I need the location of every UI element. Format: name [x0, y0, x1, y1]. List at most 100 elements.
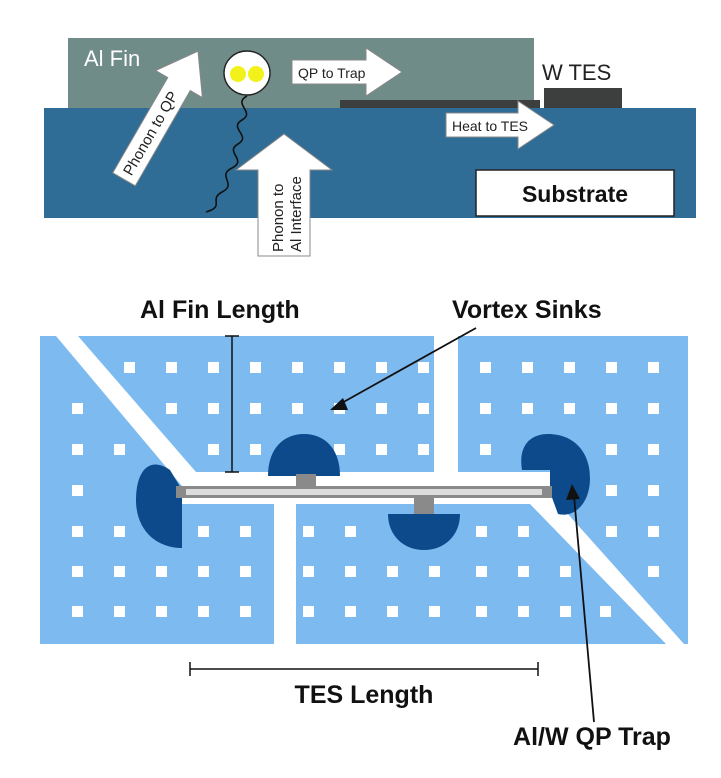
qp-bubble	[223, 50, 271, 96]
vortex-sink-square	[250, 362, 261, 373]
vortex-sink-square	[648, 566, 659, 577]
vortex-sink-square	[648, 485, 659, 496]
vortex-sinks-label: Vortex Sinks	[452, 296, 602, 324]
vortex-sink-square	[72, 485, 83, 496]
vortex-sink-square	[560, 606, 571, 617]
fin-label: Al Fin	[84, 46, 140, 71]
vortex-sink-square	[124, 362, 135, 373]
vortex-sink-square	[240, 526, 251, 537]
tes-label: W TES	[542, 60, 611, 85]
vortex-sink-square	[518, 526, 529, 537]
plan-view: Al Fin Length Vortex Sinks	[40, 296, 688, 751]
vortex-sink-square	[480, 403, 491, 414]
vortex-sink-square	[418, 444, 429, 455]
trap-connector-bottom	[414, 498, 434, 514]
vortex-sink-square	[480, 362, 491, 373]
vortex-sink-square	[156, 606, 167, 617]
vortex-sink-square	[418, 403, 429, 414]
vortex-sink-square	[522, 362, 533, 373]
qp-trap-left	[136, 464, 182, 548]
vortex-sink-square	[240, 606, 251, 617]
vortex-sink-square	[240, 566, 251, 577]
arrow-qp-to-trap: QP to Trap	[291, 47, 403, 97]
tes-length-label: TES Length	[295, 681, 434, 709]
vortex-sink-square	[376, 444, 387, 455]
vortex-sink-square	[292, 403, 303, 414]
vortex-sink-square	[345, 566, 356, 577]
arrow-phonon-to-interface-shape	[234, 133, 334, 257]
vortex-sinks-arrowhead	[330, 398, 348, 410]
vortex-sink-square	[345, 606, 356, 617]
vortex-sink-square	[334, 362, 345, 373]
arrow-phonon-to-interface-text-2: Al Interface	[288, 176, 305, 252]
vortex-sink-square	[72, 606, 83, 617]
trap-connector-top	[296, 474, 316, 488]
qp-trap-arrowhead	[566, 484, 580, 500]
arrow-qp-to-trap-shape	[291, 47, 403, 97]
qp-trap-label: Al/W QP Trap	[513, 723, 671, 751]
vortex-sink-square	[476, 526, 487, 537]
fin-length-label: Al Fin Length	[140, 296, 300, 324]
vortex-sink-square	[560, 566, 571, 577]
vortex-sink-square	[250, 403, 261, 414]
vortex-sink-square	[476, 566, 487, 577]
vortex-sink-square	[518, 566, 529, 577]
vortex-sink-square	[156, 566, 167, 577]
vortex-sink-square	[480, 444, 491, 455]
vortex-sink-square	[564, 403, 575, 414]
vortex-sink-square	[292, 362, 303, 373]
phonon-squiggle	[205, 95, 248, 213]
vortex-sink-square	[606, 444, 617, 455]
tes-film-thin	[340, 100, 540, 108]
qp-trap-bottom	[388, 514, 460, 550]
vortex-sink-square	[72, 403, 83, 414]
vortex-sink-square	[198, 566, 209, 577]
fin-length-dimension	[225, 335, 239, 473]
vortex-sink-square	[518, 606, 529, 617]
vortex-sink-square	[387, 566, 398, 577]
w-tes-block	[544, 88, 622, 108]
vortex-sink-square	[418, 362, 429, 373]
tes-length-dimension	[189, 662, 539, 676]
vortex-sink-square	[648, 526, 659, 537]
vortex-sink-square	[208, 362, 219, 373]
vortex-sink-square	[387, 606, 398, 617]
qp-trap-top	[268, 434, 340, 476]
vortex-sink-square	[198, 526, 209, 537]
vortex-sink-square	[72, 526, 83, 537]
vortex-sink-square	[114, 444, 125, 455]
vortex-sink-square	[606, 526, 617, 537]
vortex-sink-square	[648, 362, 659, 373]
vortex-sink-square	[250, 444, 261, 455]
vortex-sink-square	[648, 403, 659, 414]
arrow-heat-to-tes-text: Heat to TES	[452, 118, 528, 134]
arrow-phonon-to-interface-text-1: Phonon to	[270, 184, 287, 252]
vortex-sink-square	[376, 362, 387, 373]
qp-trap-pointer	[573, 495, 595, 723]
vortex-sink-square	[114, 606, 125, 617]
arrow-heat-to-tes-shape	[445, 100, 555, 150]
arrow-qp-to-trap-text: QP to Trap	[298, 65, 366, 81]
vortex-sink-square	[429, 566, 440, 577]
cross-section: Al Fin W TES QP to Trap Heat to TES Phon…	[44, 38, 696, 257]
quasiparticle-pair	[223, 50, 271, 96]
vortex-sink-square	[166, 403, 177, 414]
qp-electron-left	[230, 66, 246, 82]
qp-electron-right	[248, 66, 264, 82]
vortex-sink-square	[334, 444, 345, 455]
vortex-sink-square	[114, 526, 125, 537]
vortex-sink-square	[208, 444, 219, 455]
arrow-phonon-to-interface: Phonon to Al Interface	[234, 133, 334, 257]
vortex-sink-square	[606, 485, 617, 496]
vortex-sink-square	[72, 566, 83, 577]
vortex-sink-square	[303, 566, 314, 577]
vortex-sink-square	[522, 403, 533, 414]
vortex-sink-square	[376, 403, 387, 414]
vortex-sink-square	[600, 606, 611, 617]
vortex-sink-square	[166, 362, 177, 373]
vortex-sink-square	[72, 444, 83, 455]
vortex-sink-square	[198, 606, 209, 617]
vortex-sink-square	[564, 362, 575, 373]
vortex-sink-square	[303, 526, 314, 537]
